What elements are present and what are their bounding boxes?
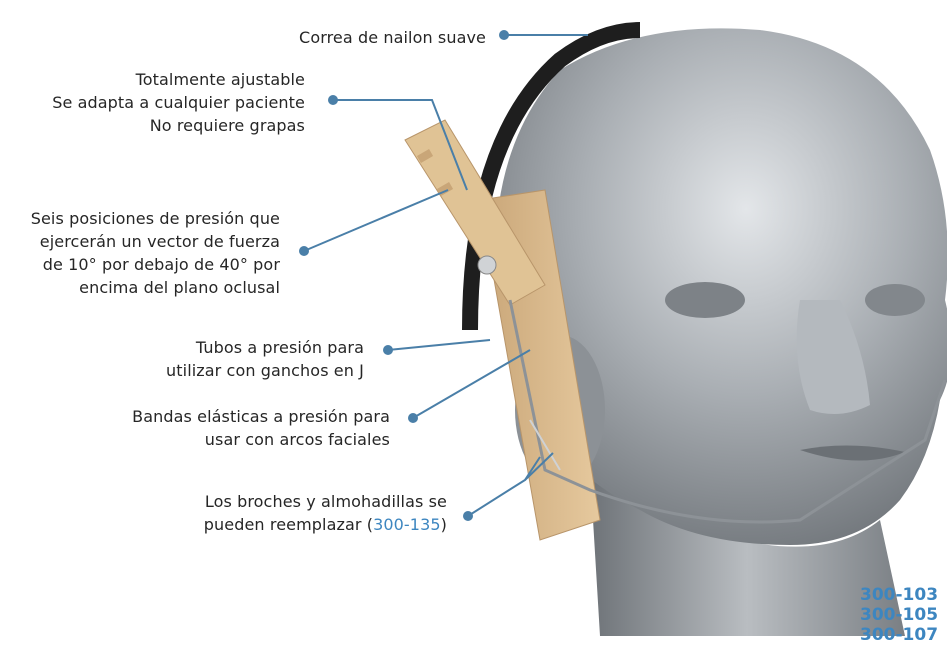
leader-line bbox=[333, 99, 468, 191]
adjuster-bar bbox=[404, 119, 546, 306]
callout-line: Correa de nailon suave bbox=[299, 28, 486, 47]
mannequin-eye-left bbox=[665, 282, 745, 318]
callout-pressure-positions: Seis posiciones de presión que ejercerán… bbox=[31, 207, 280, 299]
facebow-wire bbox=[508, 299, 947, 524]
callout-line: Totalmente ajustable bbox=[135, 70, 305, 89]
callout-line: ejercerán un vector de fuerza bbox=[39, 232, 280, 251]
leader-dot bbox=[299, 246, 309, 256]
callout-line: Seis posiciones de presión que bbox=[30, 209, 280, 228]
leader-dot bbox=[328, 95, 338, 105]
callout-line-text: pueden reemplazar ( bbox=[203, 515, 374, 534]
facebow-wire bbox=[529, 419, 561, 471]
callout-line: encima del plano oclusal bbox=[79, 278, 280, 297]
callout-line: Bandas elásticas a presión para bbox=[132, 407, 390, 426]
callout-line: Se adapta a cualquier paciente bbox=[52, 93, 305, 112]
product-code: 300-103 bbox=[860, 585, 939, 605]
mannequin-mouth bbox=[800, 445, 905, 461]
leader-dot bbox=[463, 511, 473, 521]
callout-nylon-strap: Correa de nailon suave bbox=[299, 26, 486, 49]
leader-dot bbox=[408, 413, 418, 423]
callout-line-tail: ) bbox=[440, 515, 447, 534]
callout-elastic-bands: Bandas elásticas a presión para usar con… bbox=[132, 405, 390, 451]
leader-line bbox=[524, 452, 554, 481]
product-codes: 300-103 300-105 300-107 bbox=[860, 585, 938, 645]
product-code: 300-107 bbox=[860, 625, 939, 645]
callout-line: pueden reemplazar (300-135) bbox=[204, 513, 447, 536]
leader-lines bbox=[303, 34, 588, 517]
callout-replaceable-parts: Los broches y almohadillas se pueden ree… bbox=[204, 490, 447, 536]
leader-line bbox=[303, 189, 449, 252]
mannequin-eye-right bbox=[865, 284, 925, 316]
adjuster-slot bbox=[416, 149, 434, 163]
mannequin-nose bbox=[796, 300, 870, 414]
callout-line: de 10° por debajo de 40° por bbox=[42, 255, 280, 274]
leader-line bbox=[387, 339, 491, 351]
mannequin-neck bbox=[590, 470, 905, 636]
callout-line: Los broches y almohadillas se bbox=[204, 492, 447, 511]
callout-line: Tubos a presión para bbox=[195, 338, 364, 357]
part-code: 300-135 bbox=[373, 515, 441, 534]
leader-dot bbox=[383, 345, 393, 355]
leader-dots bbox=[299, 30, 509, 521]
callout-line: usar con arcos faciales bbox=[204, 430, 390, 449]
leader-dot bbox=[499, 30, 509, 40]
leader-line bbox=[412, 349, 531, 419]
callout-snap-tubes: Tubos a presión para utilizar con gancho… bbox=[166, 336, 364, 382]
callout-adjustable: Totalmente ajustable Se adapta a cualqui… bbox=[52, 68, 305, 137]
snap-button bbox=[477, 255, 497, 275]
callout-line: utilizar con ganchos en J bbox=[166, 361, 364, 380]
product-code: 300-105 bbox=[860, 605, 939, 625]
callout-line: No requiere grapas bbox=[149, 116, 305, 135]
